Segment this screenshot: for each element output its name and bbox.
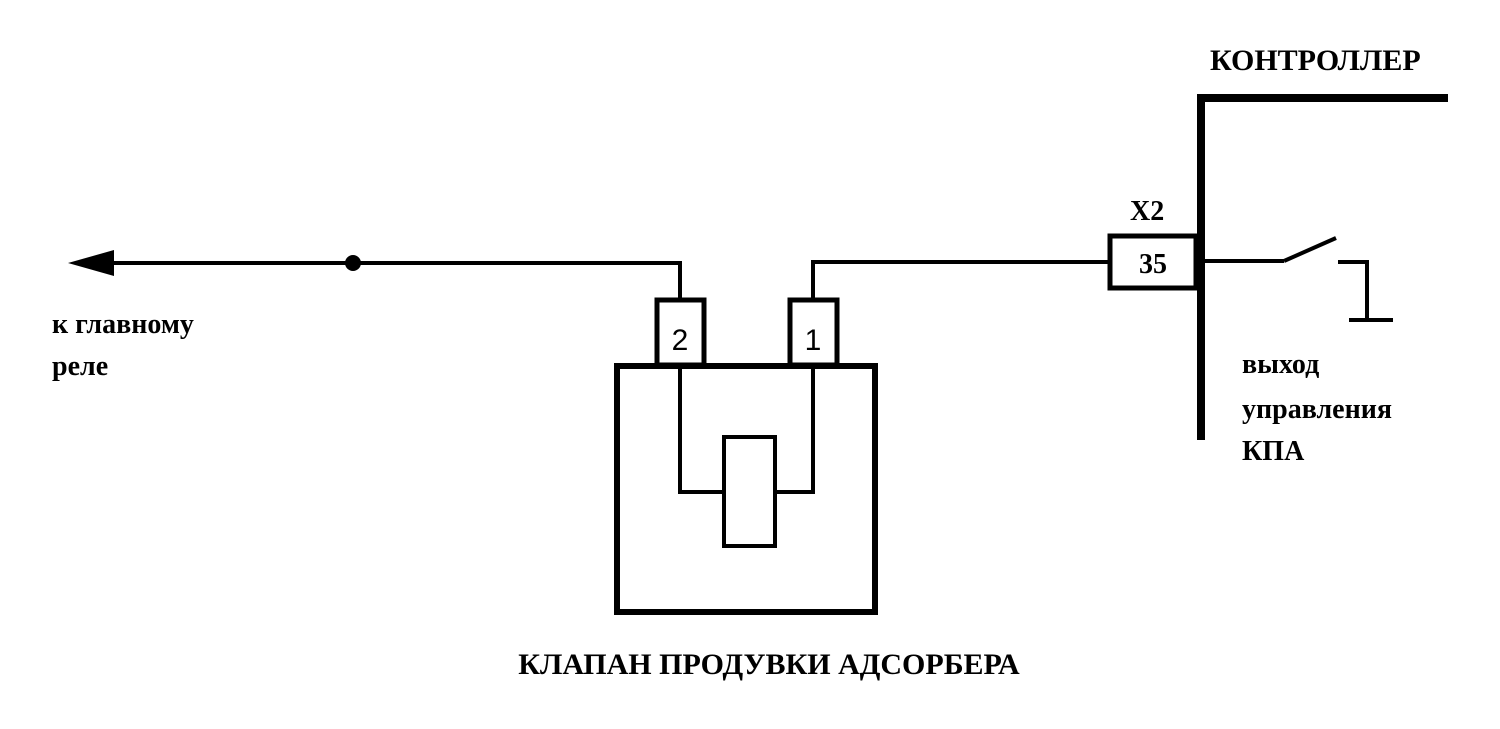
controller-output-label: выход управления КПА bbox=[1242, 349, 1392, 467]
junction-dot bbox=[345, 255, 361, 271]
valve-title: КЛАПАН ПРОДУВКИ АДСОРБЕРА bbox=[518, 648, 1020, 681]
coil-lead-left bbox=[678, 368, 724, 494]
main-relay-label: к главному реле bbox=[52, 309, 194, 382]
connector-pin-number: 35 bbox=[1139, 249, 1167, 280]
wire-pin2-to-main-relay bbox=[110, 261, 682, 300]
controller-output-line-1: выход bbox=[1242, 349, 1319, 380]
main-relay-line-1: к главному bbox=[52, 309, 194, 340]
controller-output-line-3: КПА bbox=[1242, 436, 1305, 467]
controller-output-line-2: управления bbox=[1242, 394, 1392, 425]
controller-block bbox=[1197, 94, 1448, 440]
valve-pin-1-label: 1 bbox=[805, 324, 822, 357]
wire-pin1-to-controller bbox=[811, 260, 1110, 300]
connector-label: X2 bbox=[1130, 196, 1164, 227]
main-relay-line-2: реле bbox=[52, 351, 108, 382]
valve-pin-2-box bbox=[654, 297, 707, 368]
coil-lead-right bbox=[775, 368, 815, 494]
valve-pin-1-box bbox=[787, 297, 840, 368]
valve-body bbox=[614, 363, 878, 615]
valve-pin-2-label: 2 bbox=[672, 324, 689, 357]
arrow-head bbox=[68, 250, 114, 276]
output-switch bbox=[1205, 236, 1369, 320]
controller-title: КОНТРОЛЛЕР bbox=[1210, 44, 1421, 77]
valve-coil bbox=[722, 435, 777, 548]
